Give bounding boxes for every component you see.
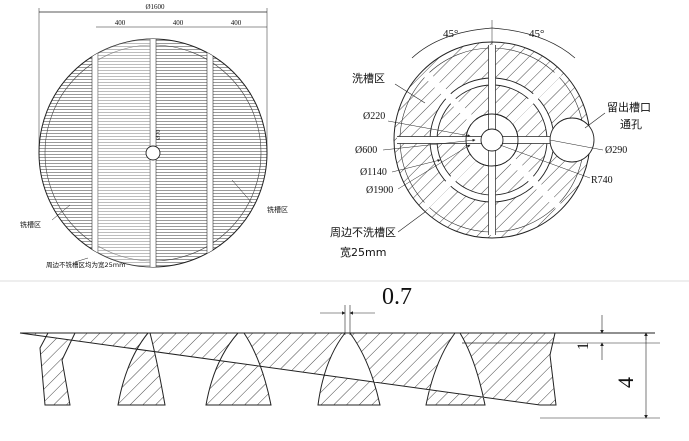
leader-edge-note (74, 257, 89, 263)
rib-bars (91, 39, 214, 267)
left-plate-view: Ø1600 400 400 400 Ø70 铣槽区 铣槽区 周边不铣槽区均为宽2… (20, 3, 288, 269)
depth-top-label: 1 (575, 342, 592, 350)
d220-label: Ø220 (363, 111, 385, 122)
keep-through-hole (549, 117, 595, 163)
segment-width-3: 400 (231, 19, 242, 27)
edge-note: 周边不铣槽区均为宽25mm (46, 260, 125, 269)
segment-width-2: 400 (173, 19, 184, 27)
depth-total-label: 4 (613, 377, 638, 388)
angle-arc-right (491, 27, 576, 59)
edge-note-line1: 周边不洗槽区 (330, 226, 396, 239)
segment-width-1: 400 (115, 19, 126, 27)
edge-note-line2: 宽25mm (340, 245, 386, 259)
section-profile: 0.7 1 4 (19, 284, 660, 419)
keep-hole-line2: 通孔 (620, 118, 642, 131)
overall-diameter-label: Ø1600 (145, 3, 165, 11)
angle-right: 45° (529, 28, 544, 40)
profile-shape (19, 332, 557, 406)
gap-label: 0.7 (382, 284, 412, 310)
wash-zone-label: 洗槽区 (352, 72, 385, 85)
milled-zone-left: 铣槽区 (20, 220, 41, 229)
center-hole-label: Ø70 (156, 130, 162, 140)
center-hole (145, 145, 161, 161)
milled-zone-right: 铣槽区 (267, 205, 288, 214)
leader-right-zone (231, 179, 253, 204)
angle-arc-left (411, 27, 493, 59)
keep-hole-line1: 留出槽口 (607, 100, 651, 114)
d1900-label: Ø1900 (366, 185, 393, 196)
angle-left: 45° (443, 28, 458, 40)
d600-label: Ø600 (355, 145, 377, 156)
leader-left-zone (51, 204, 71, 221)
r740-label: R740 (591, 175, 613, 186)
right-plate-view: 45° 45° 洗槽区 Ø220 Ø600 Ø1140 (330, 20, 651, 259)
d290-label: Ø290 (605, 145, 627, 156)
d1140-label: Ø1140 (360, 167, 387, 178)
